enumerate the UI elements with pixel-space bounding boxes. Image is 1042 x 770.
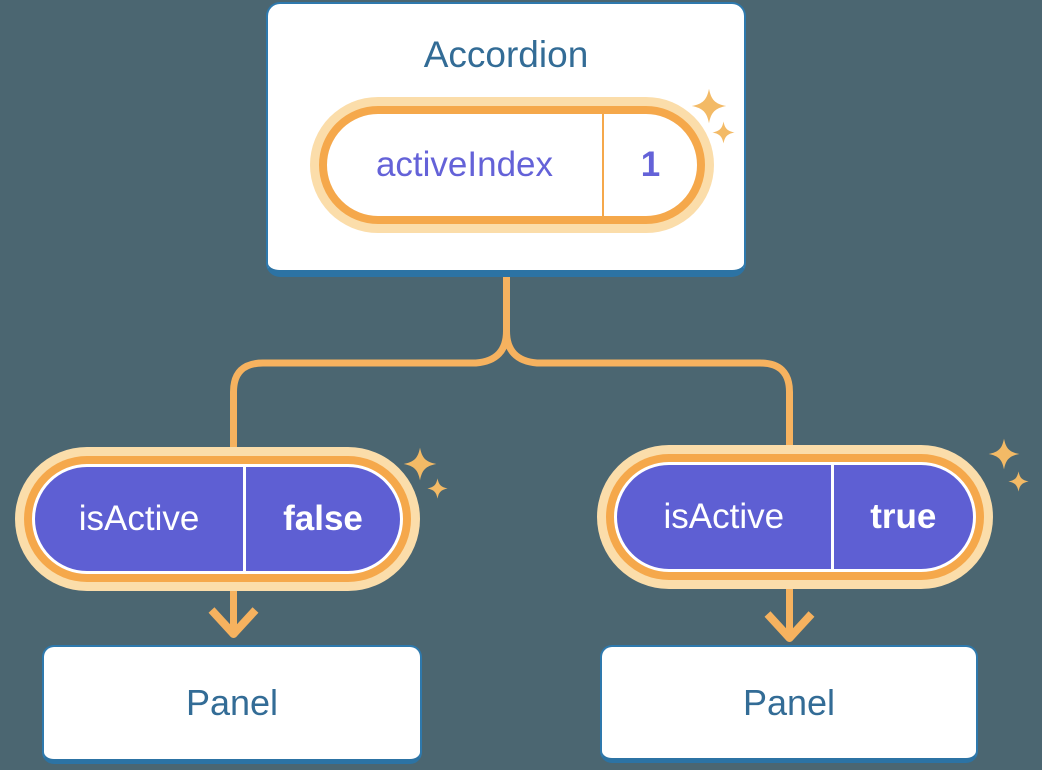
connector-left-branch <box>230 273 510 630</box>
panel-title: Panel <box>742 681 836 723</box>
panel-card-right: Panel <box>600 645 978 763</box>
panel-title: Panel <box>185 682 279 723</box>
arrowhead-left-icon <box>208 607 259 638</box>
sparkle-icon <box>712 121 735 144</box>
is-active-pill-false: isActive false <box>32 464 403 574</box>
state-label: activeIndex <box>375 145 554 184</box>
pill-divider <box>602 114 604 216</box>
is-active-pill-true: isActive true <box>614 462 976 572</box>
connector-right-branch <box>503 273 793 633</box>
sparkle-icon <box>1008 471 1029 492</box>
state-value: 1 <box>640 145 661 184</box>
arrowhead-right-icon <box>764 611 815 642</box>
sparkle-icon <box>427 478 448 499</box>
accordion-title: Accordion <box>423 34 589 75</box>
prop-value: false <box>283 499 363 538</box>
pill-divider <box>243 467 247 571</box>
sparkle-icon <box>403 447 437 481</box>
accordion-card: Accordion activeIndex 1 <box>266 2 746 277</box>
prop-label: isActive <box>78 499 200 538</box>
panel-card-left: Panel <box>42 645 422 764</box>
active-index-pill: activeIndex 1 <box>319 106 705 224</box>
prop-label: isActive <box>663 497 785 536</box>
prop-value: true <box>870 497 937 536</box>
sparkle-icon <box>988 438 1020 470</box>
sparkle-icon <box>691 88 727 124</box>
pill-divider <box>830 465 834 569</box>
